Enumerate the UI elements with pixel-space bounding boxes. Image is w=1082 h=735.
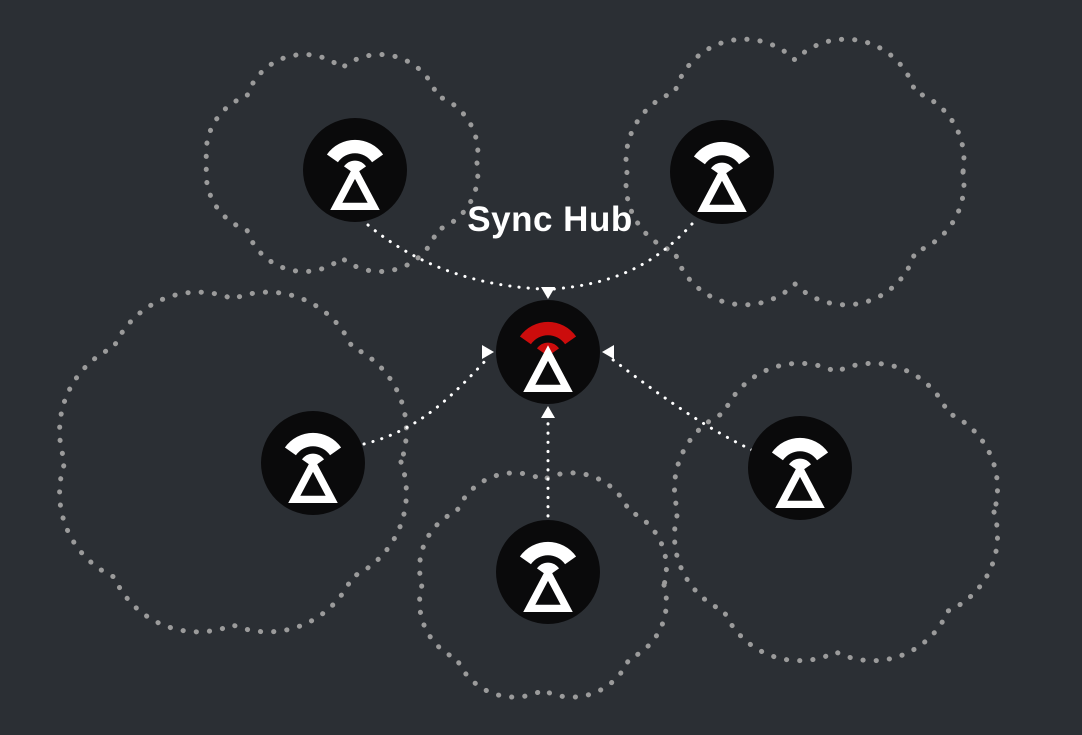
arrow-middle-left-to-hub: [362, 356, 490, 446]
node-top-right: [670, 120, 774, 224]
sync-node-icon: [670, 120, 774, 224]
node-bottom-center: [496, 520, 600, 624]
arrowhead-hub-bottom: [541, 406, 555, 418]
node-middle-left: [261, 411, 365, 515]
arrow-top-left-to-hub: [366, 223, 544, 291]
diagram-title: Sync Hub: [467, 200, 633, 239]
sync-node-icon: [496, 520, 600, 624]
cloud-outlines: [57, 36, 1000, 700]
cloud-bottom-center: [417, 470, 669, 700]
arrowhead-hub-top: [541, 287, 555, 299]
node-middle-right: [748, 416, 852, 520]
cloud-top-left: [203, 52, 481, 274]
hub-node: [496, 300, 600, 404]
sync-node-icon: [261, 411, 365, 515]
sync-node-icon: [748, 416, 852, 520]
sync-hub-icon: [496, 300, 600, 404]
arrow-top-right-to-hub: [552, 222, 694, 291]
arrowhead-hub-right: [602, 345, 614, 359]
cloud-middle-right: [672, 360, 1000, 664]
node-top-left: [303, 118, 407, 222]
arrowhead-hub-left: [482, 345, 494, 359]
sync-node-icon: [303, 118, 407, 222]
sync-arrows: [362, 222, 754, 518]
cloud-top-right: [623, 36, 967, 308]
arrow-middle-right-to-hub: [606, 354, 754, 452]
arrowheads: [482, 287, 614, 418]
